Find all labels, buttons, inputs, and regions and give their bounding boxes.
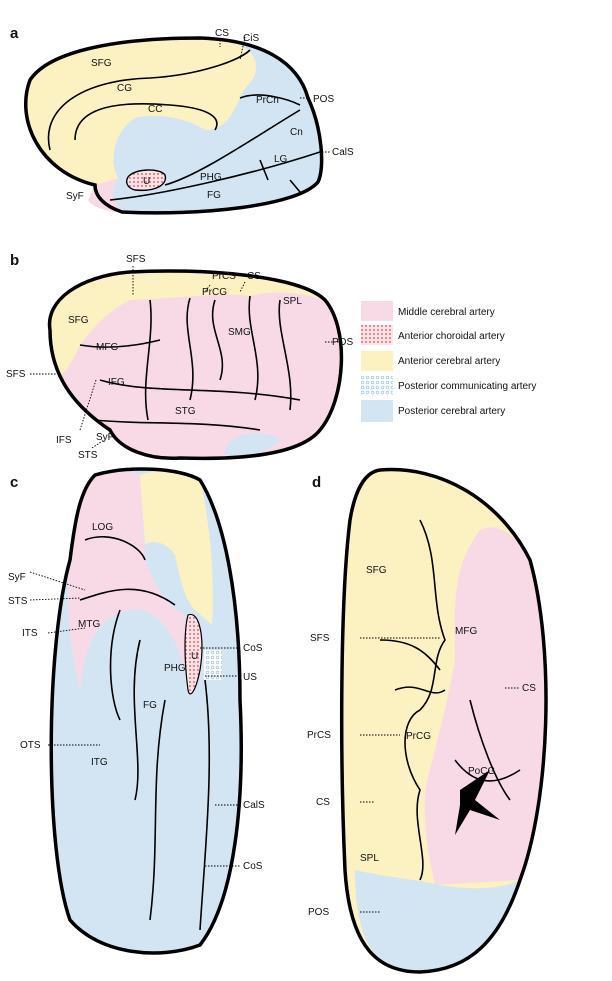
mca-territory	[49, 270, 342, 459]
legend-item-mca: Middle cerebral artery	[361, 301, 495, 321]
label-CS-right: CS	[522, 683, 536, 694]
achoa-territory-U	[126, 169, 167, 192]
aca-territory	[25, 38, 256, 185]
label-MFG: MFG	[455, 626, 477, 637]
panel-b-lateral-view: b SFS PrCS CS PrCG SPL SFG SMG MFG POS S…	[6, 252, 353, 461]
legend-label: Posterior communicating artery	[398, 381, 536, 392]
label-MFG: MFG	[96, 342, 118, 353]
legend-swatch-mca	[361, 301, 393, 321]
panel-label-c: c	[10, 474, 18, 491]
legend-swatch-aca	[361, 351, 393, 371]
label-LOG: LOG	[92, 522, 113, 533]
label-SyF: SyF	[96, 432, 114, 443]
label-SFG: SFG	[366, 565, 387, 576]
label-CS: CS	[247, 271, 261, 282]
panel-c-ventral-view: c LOG SyF STS MTG ITS CoS U US PHG FG OT…	[8, 467, 265, 955]
label-SFG: SFG	[91, 58, 112, 69]
label-Cn: Cn	[290, 127, 303, 138]
label-POS: POS	[332, 337, 353, 348]
panel-a-medial-view: a SFG CG CC CS CiS PrCn POS Cn CalS LG P…	[10, 25, 354, 215]
label-PrCG: PrCG	[406, 731, 431, 742]
pcoma-territory	[204, 650, 222, 680]
legend: Middle cerebral artery Anterior choroida…	[361, 301, 536, 422]
label-LG: LG	[274, 154, 288, 165]
label-PoCG: PoCG	[468, 766, 495, 777]
label-CalS: CalS	[243, 800, 265, 811]
label-PHG: PHG	[200, 172, 222, 183]
label-STG: STG	[175, 406, 196, 417]
panel-label-a: a	[10, 25, 19, 42]
pca-territory	[225, 433, 280, 457]
aca-territory	[49, 270, 325, 375]
label-PrCn: PrCn	[256, 95, 279, 106]
label-FG: FG	[207, 190, 221, 201]
label-PrCG: PrCG	[202, 287, 227, 298]
panel-label-d: d	[312, 474, 321, 491]
label-SFS: SFS	[310, 633, 330, 644]
label-CS-left: CS	[316, 797, 330, 808]
label-IFG: IFG	[108, 377, 125, 388]
label-SFS-top: SFS	[126, 254, 146, 265]
label-IFS: IFS	[56, 435, 72, 446]
label-SPL: SPL	[360, 853, 379, 864]
legend-item-pcoma: Posterior communicating artery	[361, 376, 536, 396]
label-ITS: ITS	[22, 628, 38, 639]
label-PrCS: PrCS	[307, 730, 331, 741]
label-POS: POS	[313, 94, 334, 105]
legend-label: Posterior cerebral artery	[398, 406, 505, 417]
mca-territory	[67, 471, 190, 690]
label-SFG: SFG	[68, 315, 89, 326]
pca-territory	[355, 870, 520, 972]
label-SyF: SyF	[66, 191, 84, 202]
aca-territory	[140, 470, 213, 625]
label-SFS-left: SFS	[6, 369, 26, 380]
sulcal-junction	[455, 770, 500, 835]
label-SPL: SPL	[283, 296, 302, 307]
label-OTS: OTS	[20, 740, 41, 751]
label-STS: STS	[78, 450, 98, 461]
legend-swatch-pcoma	[361, 376, 393, 396]
label-CC: CC	[148, 104, 162, 115]
legend-swatch-achoa	[361, 325, 393, 345]
label-PrCS: PrCS	[212, 271, 236, 282]
label-POS: POS	[308, 907, 329, 918]
legend-label: Middle cerebral artery	[398, 307, 495, 318]
label-CS: CS	[215, 28, 229, 39]
label-CoS-bottom: CoS	[243, 861, 263, 872]
legend-item-pca: Posterior cerebral artery	[361, 400, 505, 422]
legend-swatch-pca	[361, 400, 393, 422]
label-US: US	[243, 672, 257, 683]
panel-label-b: b	[10, 252, 19, 269]
legend-label: Anterior cerebral artery	[398, 356, 500, 367]
legend-item-aca: Anterior cerebral artery	[361, 351, 500, 371]
achoa-territory-U	[184, 613, 203, 695]
legend-item-achoa: Anterior choroidal artery	[361, 325, 505, 345]
label-U: U	[143, 176, 150, 187]
label-FG: FG	[143, 700, 157, 711]
label-MTG: MTG	[78, 619, 100, 630]
label-ITG: ITG	[91, 757, 108, 768]
label-STS: STS	[8, 596, 28, 607]
label-CiS: CiS	[243, 33, 259, 44]
legend-label: Anterior choroidal artery	[398, 331, 505, 342]
label-U: U	[191, 651, 198, 662]
mca-territory	[424, 527, 547, 885]
panel-d-dorsal-view: d SFG SFS MFG CS PrCS PrCG PoCG CS SPL P…	[307, 467, 548, 974]
label-SMG: SMG	[228, 327, 251, 338]
label-PHG: PHG	[164, 663, 186, 674]
label-CalS: CalS	[332, 147, 354, 158]
label-SyF: SyF	[8, 572, 26, 583]
label-CG: CG	[117, 83, 132, 94]
label-CoS-top: CoS	[243, 643, 263, 654]
